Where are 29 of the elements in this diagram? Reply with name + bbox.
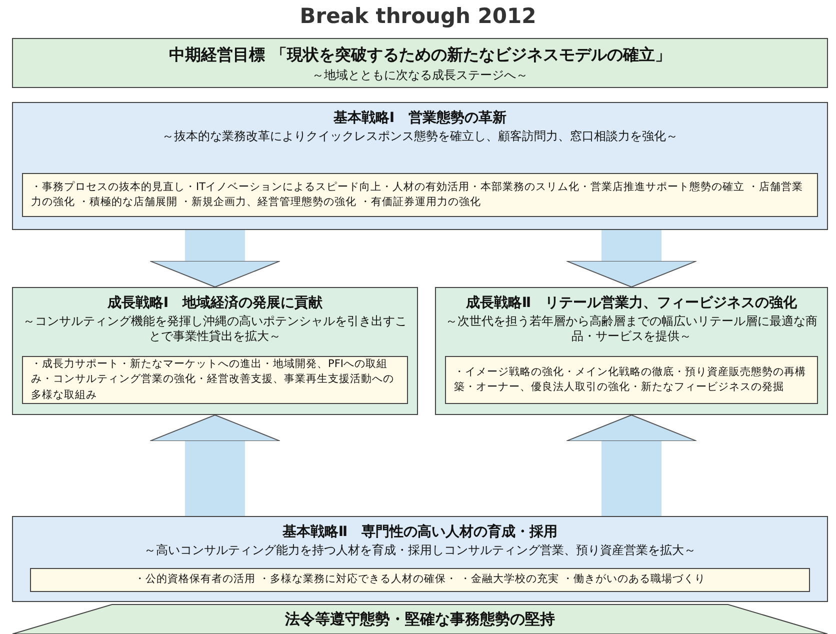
box-heading: 成長戦略Ⅰ 地域経済の発展に貢献 [107,294,323,312]
bullet-list-text: ・公的資格保有者の活用 ・多様な業務に対応できる人材の確保・ ・金融大学校の充実 ・働きがいのある職場づくり [133,572,706,588]
foundation-trapezoid [12,604,828,634]
strategy-box [12,516,828,602]
block-arrow [566,230,697,288]
box-subtitle: ～高いコンサルティング能力を持つ人材を育成・採用しコンサルティング営業、預り資産営業を拡大～ [143,543,697,558]
bullet-list-text: ・事務プロセスの抜本的見直し・ITイノベーションによるスピード向上・人材の有効活用・本部業務のスリム化・営業店推進サポート態勢の確立 ・店舗営業力の強化 ・積極的な店舗展開 ・新規企画力、経営管理態勢の強化 ・有価証券運用力の強化 [30,180,804,210]
box-heading: 成長戦略Ⅱ リテール営業力、フィービジネスの強化 [466,294,798,312]
box-heading: 中期経営目標 「現状を突破するための新たなビジネスモデルの確立」 [169,45,671,66]
box-subtitle: ～次世代を担う若年層から高齢層までの幅広いリテール層に最適な商品・サービスを提供～ [444,314,818,344]
strategy-box [12,287,418,415]
box-heading: 基本戦略Ⅱ 専門性の高い人材の育成・採用 [282,523,558,541]
box-subtitle: ～コンサルティング機能を発揮し沖縄の高いポテンシャルを引き出すことで事業性貸出を拡大～ [22,314,408,344]
block-arrow [566,414,697,516]
diagram-title: Break through 2012 [298,4,538,28]
bullet-list-text: ・成長力サポート・新たなマーケットへの進出・地域開発、PFIへの取組み・コンサルティング営業の強化・経営改善支援、事業再生支援活動への多様な取組み [30,357,395,403]
block-arrow [150,414,280,516]
foundation-heading: 法令等遵守態勢・堅確な事務態勢の堅持 [285,610,555,629]
strategy-box [12,102,828,230]
box-subtitle: ～地域とともに次なる成長ステージへ～ [311,68,529,83]
box-subtitle: ～抜本的な業務改革によりクイックレスポンス態勢を確立し、顧客訪問力、窓口相談力を強化～ [161,129,679,144]
bullet-box [445,356,818,404]
bullet-box [22,173,818,217]
bullet-list-text: ・イメージ戦略の強化・メイン化戦略の徹底・預り資産販売態勢の再構築・オーナー、優良法人取引の強化・新たなフィービジネスの発掘 [453,364,807,395]
box-heading: 基本戦略Ⅰ 営業態勢の革新 [333,109,507,127]
bullet-box [30,568,810,592]
goal-box [12,38,828,88]
block-arrow [150,230,280,288]
strategy-box [435,287,828,415]
